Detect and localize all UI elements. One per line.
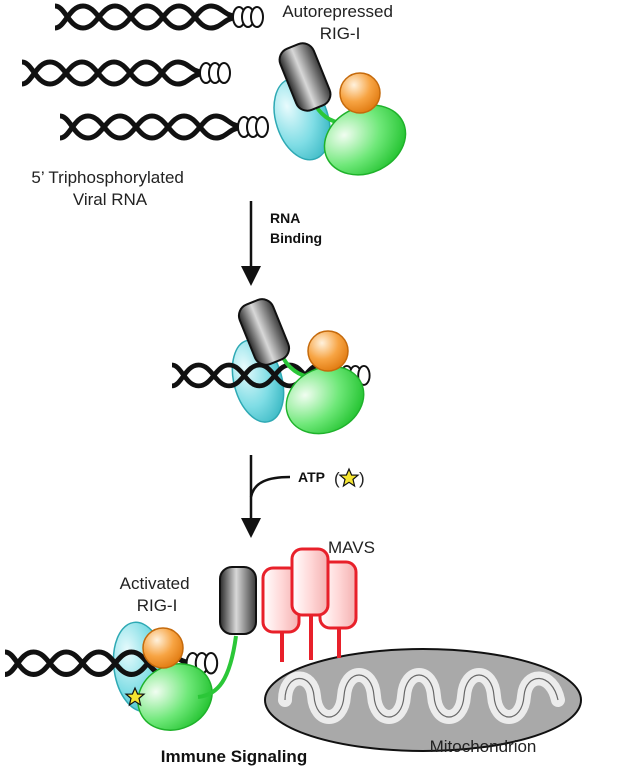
mitochondrion-label: Mitochondrion <box>430 737 537 756</box>
atp-paren-open: ( <box>334 469 340 488</box>
ctd-domain-orange <box>339 72 381 114</box>
rna-bound-rig-i <box>172 298 375 435</box>
mitochondrion-outer-membrane <box>264 648 582 752</box>
card-domain-gray <box>237 298 291 366</box>
mitochondrion <box>264 648 582 752</box>
mavs-protein-2 <box>290 547 330 617</box>
mavs-proteins <box>261 547 358 662</box>
ctd-domain-orange <box>142 627 184 669</box>
ctd-domain-orange <box>307 330 349 372</box>
viral-rna-strand-3 <box>60 116 268 138</box>
activated-label: Activated RIG-I <box>120 574 195 615</box>
atp-label: ATP <box>298 469 325 485</box>
card-domain-gray <box>278 42 332 112</box>
mavs-label: MAVS <box>328 538 375 557</box>
star-icon <box>339 468 359 487</box>
viral-rna-strand-2 <box>22 62 230 84</box>
atp-paren-close: ) <box>359 469 365 488</box>
card-domain-gray-activated <box>219 566 257 635</box>
autorepressed-rig-i <box>273 42 407 176</box>
immune-signaling-label: Immune Signaling <box>161 747 307 766</box>
helicase-domain-2-green <box>285 365 365 435</box>
activated-rig-i <box>5 621 238 731</box>
viral-rna-label: 5’ Triphosphorylated Viral RNA <box>31 168 188 209</box>
rna-binding-label: RNA Binding <box>270 210 322 246</box>
viral-rna-strand-1 <box>55 6 263 28</box>
autorepressed-label: Autorepressed RIG-I <box>282 2 397 43</box>
atp-input-curve <box>249 475 291 498</box>
card-linker <box>197 635 238 699</box>
